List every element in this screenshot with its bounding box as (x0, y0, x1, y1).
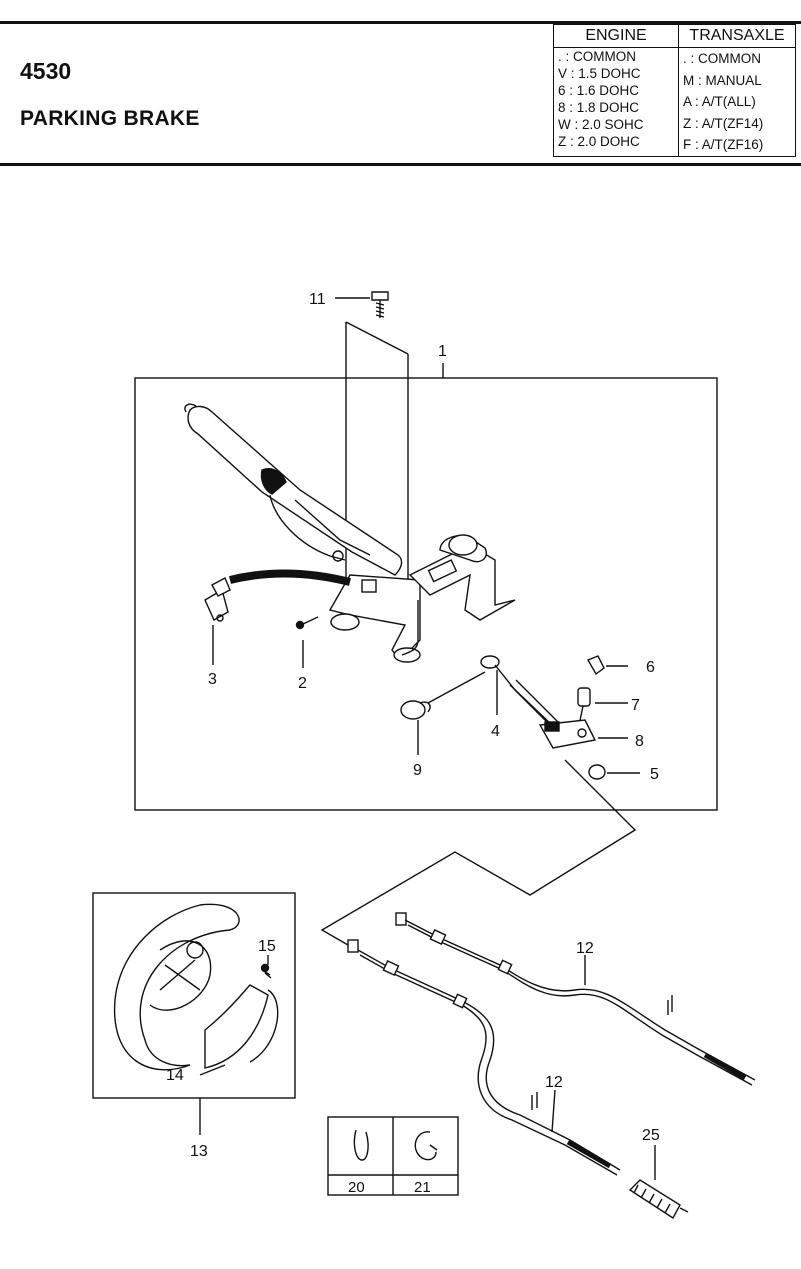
brake-shoe-14 (204, 984, 279, 1069)
engine-header: ENGINE (553, 24, 679, 48)
leader-12b (551, 1089, 556, 1133)
equalizer-rod-4 (480, 655, 559, 731)
clip-label-20: 20 (348, 1179, 365, 1196)
callout-15: 15 (258, 938, 276, 955)
engine-code-row: Z : 2.0 DOHC (558, 134, 640, 149)
callout-1: 1 (438, 343, 447, 360)
callout-25: 25 (642, 1127, 660, 1144)
clip-20-icon (353, 1129, 369, 1161)
clip-table (327, 1116, 459, 1196)
leader-9a (427, 671, 486, 704)
transaxle-code-row: F : A/T(ZF16) (683, 137, 764, 152)
transaxle-code-row: A : A/T(ALL) (683, 94, 756, 109)
clip-label-21: 21 (414, 1179, 431, 1196)
lever-bracket (328, 574, 421, 663)
nut-5 (588, 764, 606, 780)
transaxle-code-row: . : COMMON (683, 51, 761, 66)
equalizer-8 (538, 719, 597, 749)
header-bottom-rule (0, 163, 801, 166)
callout-6: 6 (646, 659, 655, 676)
callout-12-upper: 12 (576, 940, 594, 957)
transaxle-header: TRANSAXLE (678, 24, 796, 48)
callout-7: 7 (631, 697, 640, 714)
cable-routing-lines (320, 759, 637, 946)
transaxle-code-row: Z : A/T(ZF14) (683, 115, 764, 131)
brake-shoe-frame (92, 892, 296, 1099)
callout-13: 13 (190, 1143, 208, 1160)
engine-transaxle-legend: ENGINE TRANSAXLE . : COMMON V : 1.5 DOHC… (553, 24, 796, 157)
screw-2 (295, 616, 319, 630)
boot-25 (628, 1179, 689, 1220)
backing-plate (113, 903, 240, 1071)
page-title: PARKING BRAKE (20, 107, 200, 130)
engine-code-row: V : 1.5 DOHC (558, 66, 641, 81)
engine-codes: . : COMMON V : 1.5 DOHC 6 : 1.6 DOHC 8 :… (553, 47, 679, 157)
transaxle-code-row: M : MANUAL (683, 72, 762, 88)
screw-15 (260, 963, 272, 979)
adjuster-nut-6 (586, 655, 605, 676)
engine-code-row: 8 : 1.8 DOHC (558, 100, 640, 115)
engine-code-row: W : 2.0 SOHC (558, 117, 644, 132)
transaxle-codes: . : COMMON M : MANUAL A : A/T(ALL) Z : A… (678, 47, 796, 157)
rear-cable-12-upper (395, 912, 756, 1086)
callout-5: 5 (650, 766, 659, 783)
header-top-rule (0, 21, 801, 24)
bolt-11 (371, 291, 389, 318)
rear-cable-12-lower (347, 939, 621, 1176)
callout-8: 8 (635, 733, 644, 750)
engine-code-row: 6 : 1.6 DOHC (558, 83, 640, 98)
clip-21-icon (414, 1131, 438, 1161)
warning-switch-3 (204, 569, 351, 622)
assembly-frame (134, 377, 718, 811)
lever-mount-base (401, 534, 516, 656)
callout-11: 11 (309, 291, 326, 308)
callout-12-lower: 12 (545, 1074, 563, 1091)
callout-14: 14 (166, 1067, 184, 1084)
engine-code-row: . : COMMON (558, 49, 636, 64)
catalog-code: 4530 (20, 58, 72, 84)
leader-14 (199, 1064, 226, 1076)
callout-4: 4 (491, 723, 500, 740)
boot-9 (400, 700, 431, 720)
callout-9: 9 (413, 762, 422, 779)
callout-2: 2 (298, 675, 307, 692)
spring-7 (577, 687, 591, 731)
callout-3: 3 (208, 671, 217, 688)
